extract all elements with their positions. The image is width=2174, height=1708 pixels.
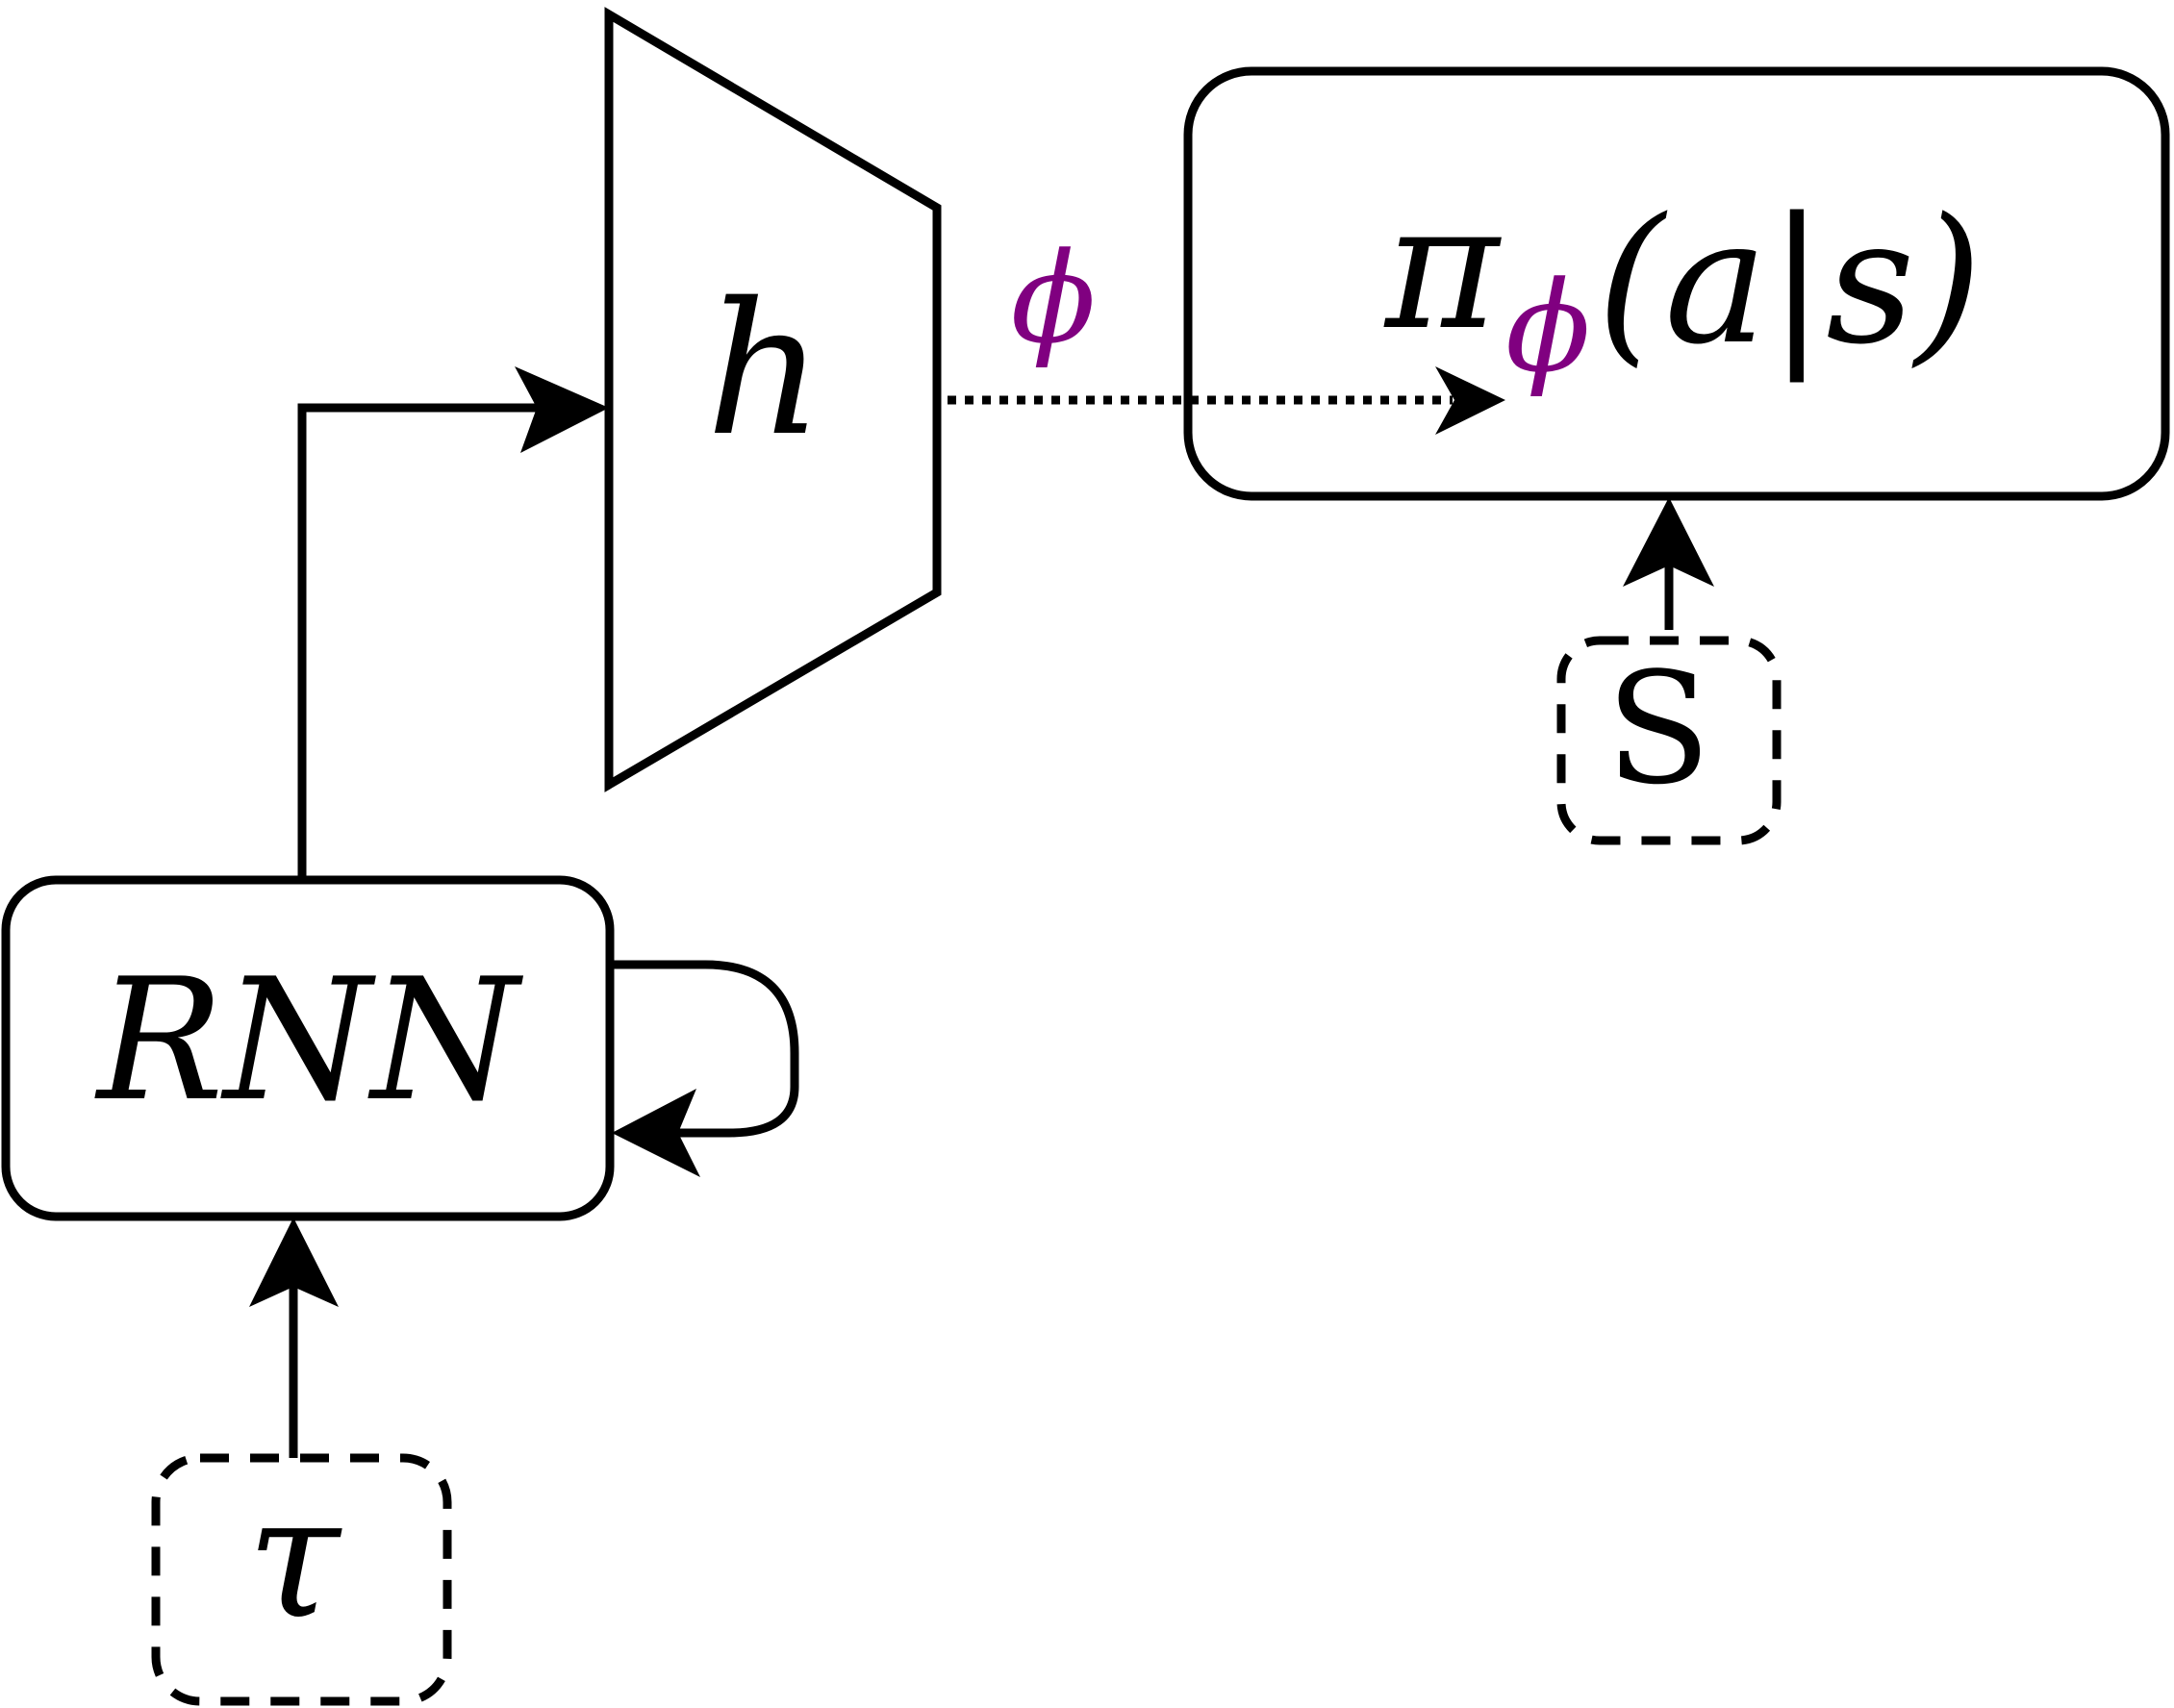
rnn-box <box>1 875 615 1221</box>
s-input-node: S <box>1556 636 1782 845</box>
rnn-node: RNN <box>1 875 615 1221</box>
phi-edge-label: ϕ <box>1011 225 1097 371</box>
s-box <box>1556 636 1782 845</box>
edge-h-to-policy-arrowhead <box>1435 366 1505 435</box>
h-node: h <box>604 7 942 792</box>
edge-tau-to-rnn-arrowhead <box>249 1218 339 1307</box>
edge-s-to-policy-arrowhead <box>1623 497 1714 587</box>
h-trapezoid <box>604 7 942 792</box>
policy-node: π ϕ (a|s) <box>1183 66 2170 501</box>
policy-subscript-phi: ϕ <box>1505 254 1591 400</box>
policy-box <box>1183 66 2170 501</box>
edge-rnn-to-h <box>297 366 609 880</box>
edge-tau-to-rnn <box>249 1218 339 1458</box>
s-label: S <box>1605 639 1711 818</box>
edge-rnn-loop-arrowhead <box>612 1089 700 1177</box>
rnn-label: RNN <box>94 943 524 1139</box>
edge-rnn-loop-line <box>610 960 799 1138</box>
edge-rnn-self-loop <box>610 960 799 1177</box>
tau-label: τ <box>247 1461 343 1656</box>
edge-s-to-policy <box>1623 497 1714 630</box>
tau-box <box>151 1453 452 1706</box>
edge-rnn-to-h-line <box>297 403 539 880</box>
policy-pi: π <box>1383 167 1502 368</box>
edge-h-to-policy: ϕ <box>948 225 1505 435</box>
tau-input-node: τ <box>151 1453 452 1706</box>
edge-rnn-to-h-arrowhead <box>515 366 609 453</box>
h-label: h <box>706 264 823 476</box>
policy-args: (a|s) <box>1597 182 1983 383</box>
